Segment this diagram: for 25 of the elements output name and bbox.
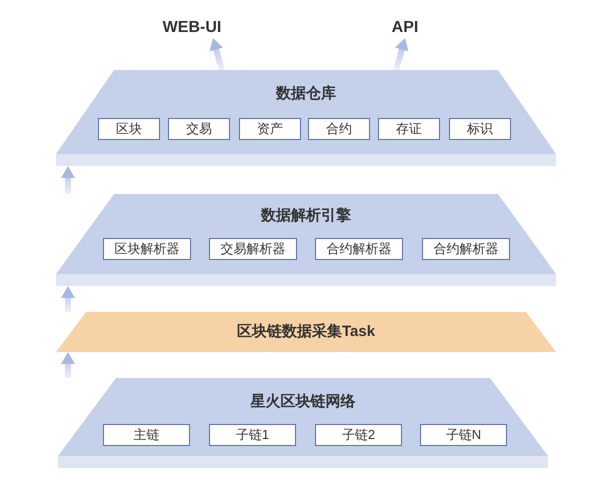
- module-box: 主链: [103, 424, 190, 446]
- module-box: 子链N: [420, 424, 507, 446]
- layer-title: 星火区块链网络: [250, 392, 356, 412]
- layer-title: 数据解析引擎: [261, 206, 351, 226]
- module-box: 合约解析器: [422, 238, 510, 260]
- module-box: 子链1: [209, 424, 296, 446]
- module-box: 交易: [168, 118, 230, 140]
- module-box: 合约: [308, 118, 370, 140]
- arrow: [393, 38, 408, 71]
- module-box: 交易解析器: [209, 238, 297, 260]
- layer-title: 数据仓库: [276, 84, 336, 104]
- module-box: 合约解析器: [315, 238, 403, 260]
- arrow: [61, 166, 75, 194]
- arrow: [210, 38, 225, 71]
- module-box: 资产: [239, 118, 301, 140]
- module-box: 标识: [449, 118, 511, 140]
- module-box: 区块: [98, 118, 160, 140]
- module-box: 存证: [378, 118, 440, 140]
- module-box: 区块解析器: [103, 238, 191, 260]
- interface-label: API: [392, 18, 418, 38]
- module-box: 子链2: [315, 424, 402, 446]
- layer-title: 区块链数据采集Task: [236, 322, 376, 342]
- arrow: [61, 286, 75, 312]
- interface-label: WEB-UI: [162, 18, 222, 38]
- arrow: [61, 352, 75, 378]
